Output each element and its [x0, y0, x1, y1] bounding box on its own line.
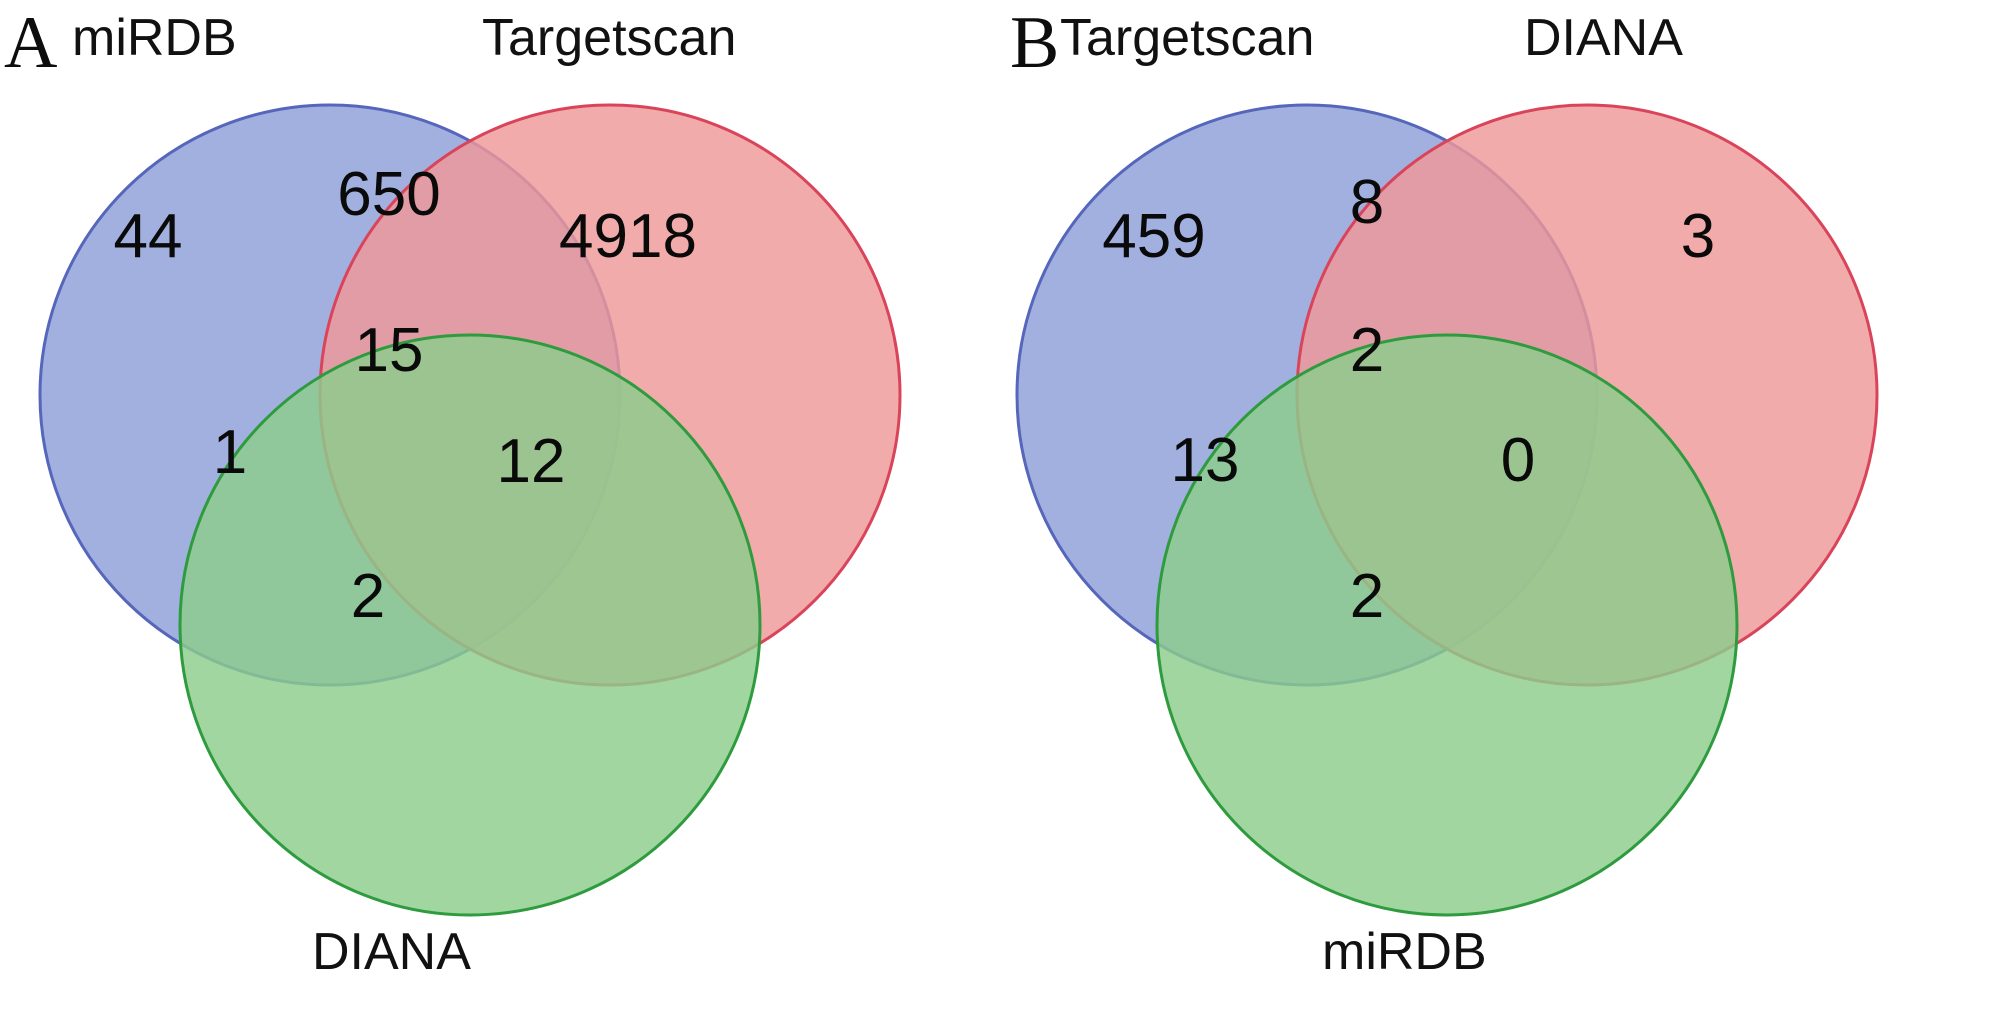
set-label-b-top-right: DIANA: [1524, 9, 1683, 67]
circle-green-b: [1155, 333, 1739, 917]
count-b-green-only: 2: [1349, 562, 1385, 631]
count-a-blue-green: 1: [212, 418, 248, 487]
count-a-red-only: 4918: [559, 202, 697, 271]
count-a-all-three: 15: [354, 316, 424, 385]
count-b-all-three: 2: [1349, 316, 1385, 385]
panel-b-letter: B: [1010, 2, 1060, 84]
panel-a-venn-shapes: [38, 103, 902, 917]
count-b-blue-only: 459: [1102, 202, 1206, 271]
count-b-blue-red: 8: [1349, 168, 1385, 237]
panel-b: B Targetscan DIANA miRDB 459 8 3 2 13 0 …: [1004, 0, 2008, 1012]
count-a-blue-only: 44: [113, 202, 183, 271]
set-label-a-top-left: miRDB: [72, 9, 237, 67]
count-b-red-only: 3: [1680, 202, 1716, 271]
set-label-b-bottom: miRDB: [1322, 923, 1487, 981]
set-label-b-top-left: Targetscan: [1060, 9, 1315, 67]
count-b-blue-green: 13: [1170, 426, 1240, 495]
panel-a: A miRDB Targetscan DIANA 44 650 4918 15 …: [4, 2, 902, 981]
set-label-a-bottom: DIANA: [312, 923, 471, 981]
count-a-green-only: 2: [350, 562, 386, 631]
count-b-red-green: 0: [1500, 426, 1536, 495]
panel-a-letter: A: [4, 2, 58, 84]
set-label-a-top-right: Targetscan: [482, 9, 737, 67]
circle-green-a: [178, 333, 762, 917]
count-a-blue-red: 650: [337, 160, 441, 229]
count-a-red-green: 12: [496, 427, 566, 496]
panel-b-venn-shapes: [1015, 103, 1879, 917]
